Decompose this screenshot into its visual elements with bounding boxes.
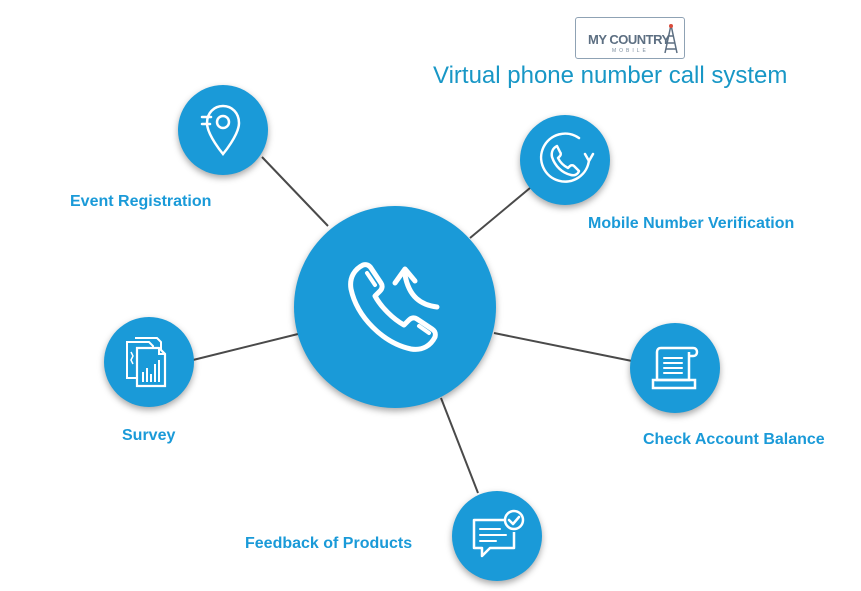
node-event-registration (178, 85, 268, 175)
node-survey (104, 317, 194, 407)
label-mobile-number-verification: Mobile Number Verification (588, 215, 795, 232)
label-survey: Survey (122, 427, 176, 444)
brand-logo: MY COUNTRY MOBILE (575, 17, 685, 59)
logo-text: MY COUNTRY (588, 32, 670, 47)
phone-refresh-icon (539, 132, 595, 183)
label-event-registration: Event Registration (70, 193, 212, 210)
connector-check-balance (493, 332, 633, 362)
label-check-account-balance: Check Account Balance (643, 431, 825, 448)
report-documents-icon (126, 337, 167, 388)
connector-feedback (440, 397, 479, 494)
center-call-node (294, 206, 496, 408)
outgoing-call-icon (348, 262, 440, 352)
receipt-icon (651, 346, 699, 390)
node-check-account-balance (630, 323, 720, 413)
node-mobile-number-verification (520, 115, 610, 205)
node-feedback-of-products (452, 491, 542, 581)
page-title: Virtual phone number call system (433, 62, 788, 89)
label-feedback-of-products: Feedback of Products (245, 535, 413, 552)
logo-subtext: MOBILE (612, 48, 649, 54)
tower-icon (664, 24, 678, 54)
connector-survey (192, 333, 299, 361)
chat-check-icon (472, 509, 525, 558)
connector-event-registration (261, 156, 329, 227)
connector-mobile-verification (469, 187, 531, 239)
location-pin-icon (200, 104, 241, 156)
